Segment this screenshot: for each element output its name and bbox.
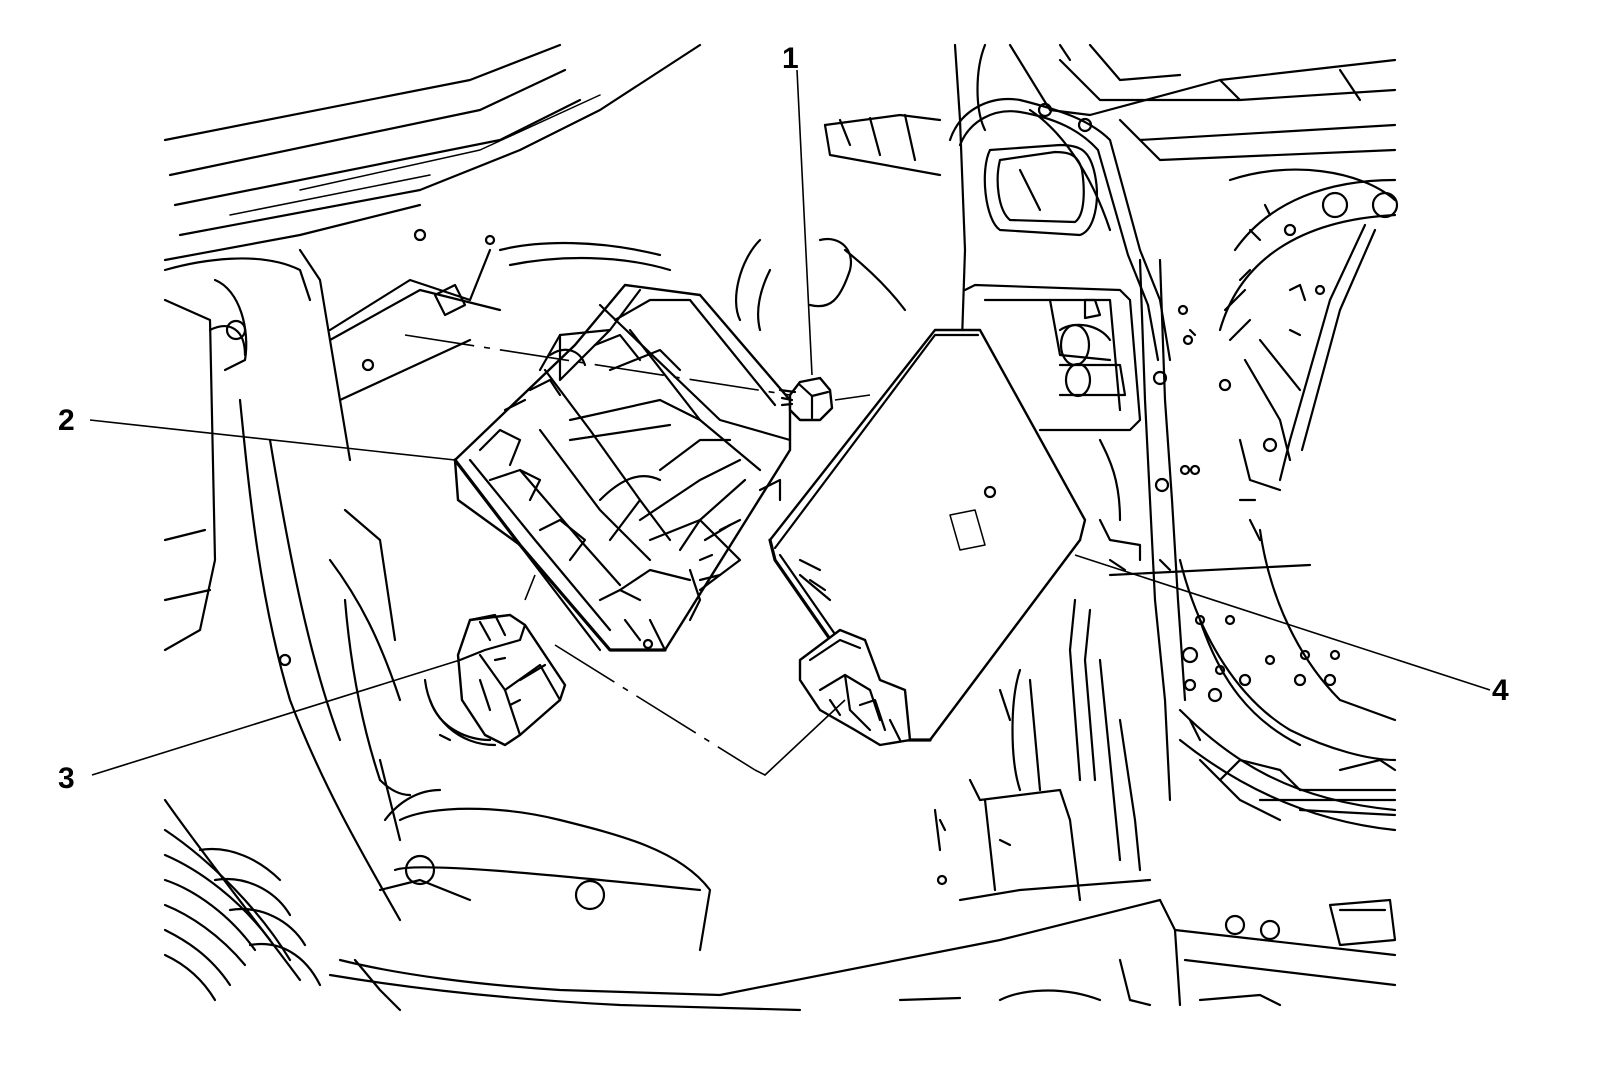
callout-leaders [89, 69, 1491, 776]
callout-2: 2 [58, 404, 75, 437]
leader-3 [91, 659, 461, 776]
callout-3: 3 [58, 762, 75, 795]
body-panel-left [163, 43, 1162, 1012]
harness-connector-part-3 [423, 613, 567, 747]
leader-1 [796, 69, 813, 376]
leader-2 [89, 419, 456, 461]
body-panel-right [735, 43, 1399, 1007]
installation-paths [404, 334, 871, 776]
callout-1: 1 [782, 42, 799, 75]
bolt-part-1 [778, 376, 834, 422]
module-bracket-part-2 [453, 283, 792, 652]
module-connector [798, 628, 912, 747]
leader-4 [1074, 554, 1491, 691]
tire-tread [163, 798, 322, 1002]
callout-4: 4 [1492, 674, 1509, 707]
